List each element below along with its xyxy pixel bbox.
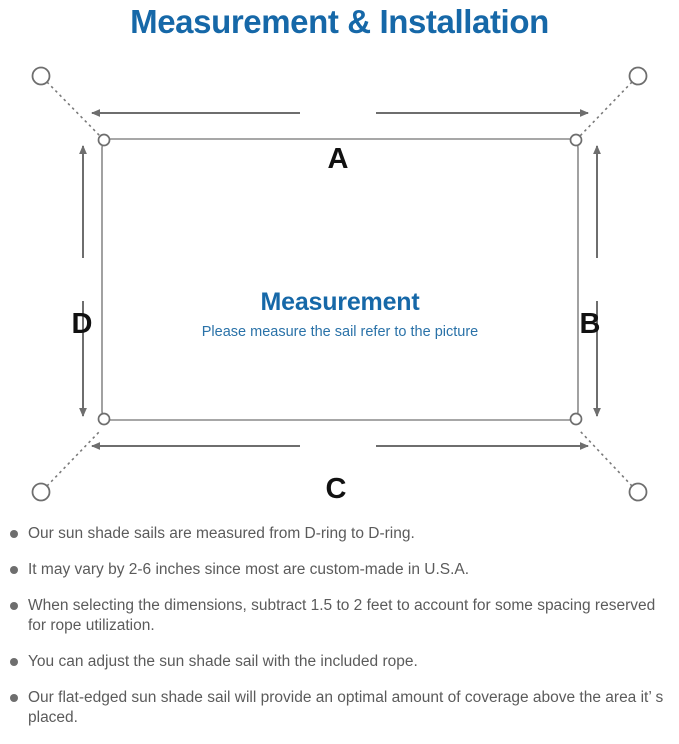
d-ring-top-left [97, 133, 111, 147]
page-title: Measurement & Installation [130, 3, 549, 40]
d-ring-bottom-left [97, 412, 111, 426]
sail-heading: Measurement [260, 288, 420, 316]
rope-line-bottom-left [46, 430, 101, 487]
note-text: Our sun shade sails are measured from D-… [28, 525, 415, 542]
note-text: When selecting the dimensions, subtract … [28, 597, 656, 634]
bullet-icon [10, 658, 18, 666]
list-item: You can adjust the sun shade sail with t… [0, 652, 679, 672]
bullet-icon [10, 602, 18, 610]
note-text: Our flat-edged sun shade sail will provi… [28, 689, 664, 726]
anchor-points [31, 66, 648, 502]
list-item: When selecting the dimensions, subtract … [0, 596, 679, 636]
list-item: It may vary by 2-6 inches since most are… [0, 560, 679, 580]
bullet-icon [10, 530, 18, 538]
bullet-icon [10, 694, 18, 702]
d-rings [97, 133, 583, 426]
anchor-point-top-left [31, 66, 51, 86]
sail-body [101, 138, 579, 421]
diagram-canvas [31, 66, 648, 502]
rope-line-top-left [46, 81, 101, 137]
rope-lines [46, 81, 633, 487]
list-item: Our flat-edged sun shade sail will provi… [0, 688, 679, 728]
anchor-point-top-right [628, 66, 648, 86]
dimension-label-b: B [579, 308, 601, 340]
d-ring-top-right [569, 133, 583, 147]
anchor-point-bottom-right [628, 482, 648, 502]
sail-subheading: Please measure the sail refer to the pic… [201, 324, 479, 340]
rope-line-top-right [579, 81, 633, 137]
dimension-label-a: A [327, 143, 349, 175]
dimension-label-c: C [325, 473, 347, 505]
note-text: It may vary by 2-6 inches since most are… [28, 561, 470, 578]
d-ring-bottom-right [569, 412, 583, 426]
rope-line-bottom-right [579, 430, 633, 487]
notes-list: Our sun shade sails are measured from D-… [0, 524, 679, 744]
note-text: You can adjust the sun shade sail with t… [28, 653, 418, 670]
measurement-diagram: Measurement Please measure the sail refe… [0, 48, 679, 518]
list-item: Our sun shade sails are measured from D-… [0, 524, 679, 544]
dimension-label-d: D [71, 308, 93, 340]
bullet-icon [10, 566, 18, 574]
anchor-point-bottom-left [31, 482, 51, 502]
